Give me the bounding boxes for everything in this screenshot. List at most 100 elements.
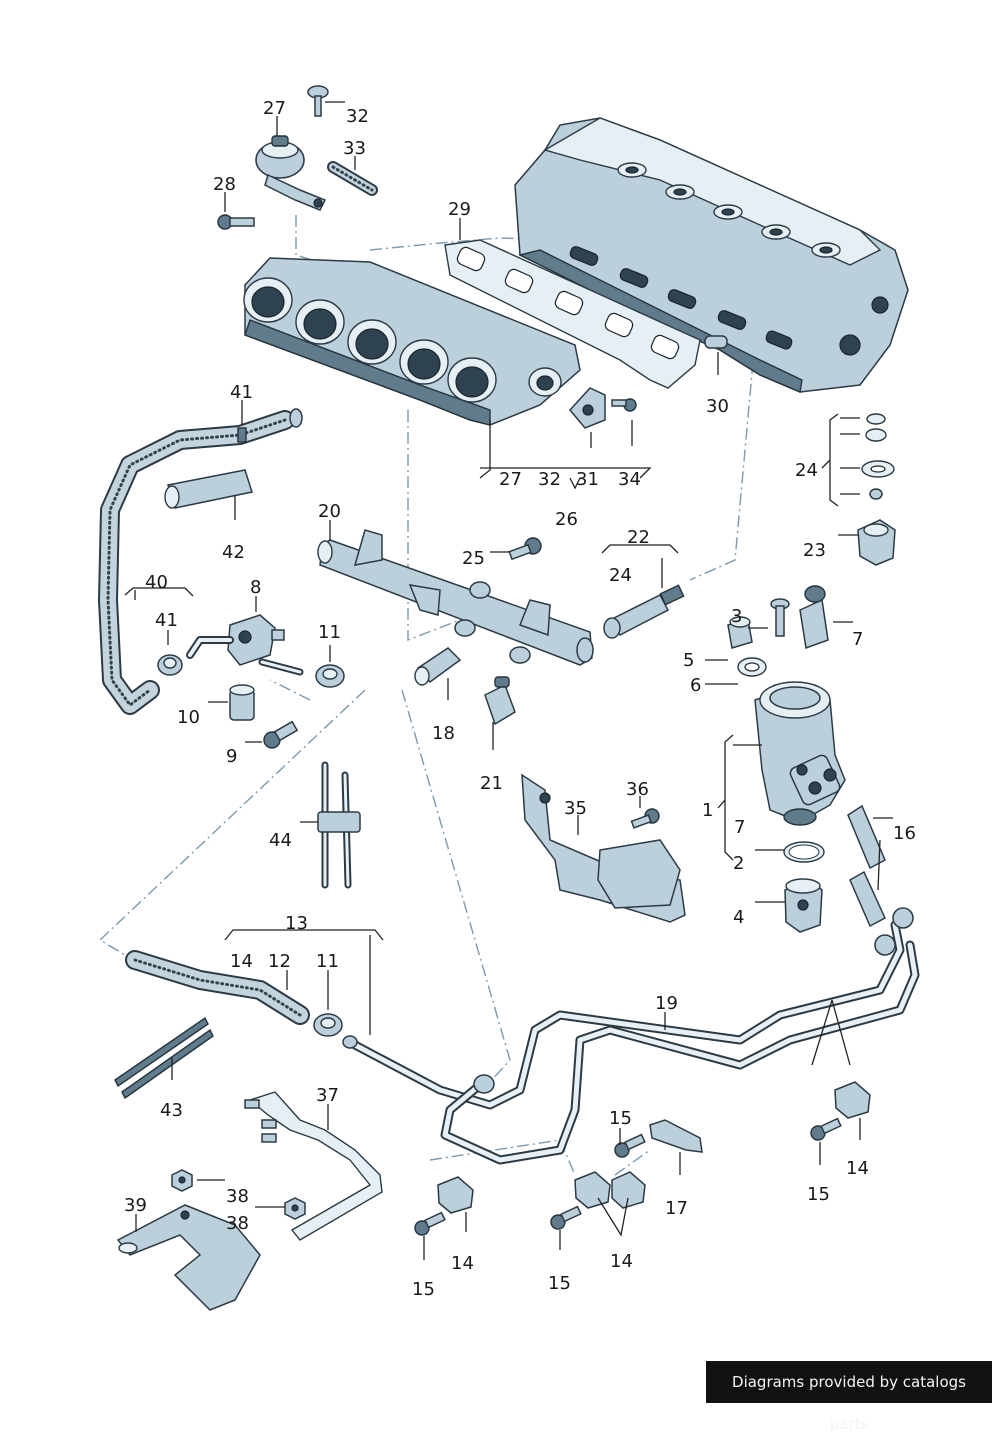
label-9: 9 bbox=[226, 746, 237, 767]
bolt-3 bbox=[770, 598, 790, 637]
injector-18 bbox=[414, 647, 462, 686]
label-15-mid: 15 bbox=[609, 1108, 632, 1129]
label-14-mid: 14 bbox=[610, 1251, 633, 1272]
label-6: 6 bbox=[690, 675, 701, 696]
o-ring-2 bbox=[783, 841, 825, 863]
fuel-lines bbox=[342, 907, 920, 1165]
label-31: 31 bbox=[576, 469, 599, 490]
label-24-sensor: 24 bbox=[609, 565, 632, 586]
label-15-lower-mid: 15 bbox=[548, 1273, 571, 1294]
label-19: 19 bbox=[655, 993, 678, 1014]
sensor-21 bbox=[484, 676, 516, 726]
label-43: 43 bbox=[160, 1100, 183, 1121]
washer-set bbox=[861, 413, 895, 500]
nut-38-upper bbox=[171, 1169, 193, 1192]
label-27-manifold: 27 bbox=[499, 469, 522, 490]
intake-manifold bbox=[243, 257, 581, 426]
high-pressure-pump bbox=[754, 681, 846, 826]
dowel-sleeve bbox=[704, 335, 728, 349]
screw-34 bbox=[611, 398, 637, 412]
fittings-16 bbox=[847, 804, 886, 928]
plug-5 bbox=[727, 616, 753, 649]
sensor-7-top bbox=[799, 585, 829, 650]
label-26: 26 bbox=[555, 509, 578, 530]
label-39: 39 bbox=[124, 1195, 147, 1216]
label-35: 35 bbox=[564, 798, 587, 819]
screw-32-top bbox=[307, 85, 329, 117]
label-3: 3 bbox=[731, 606, 742, 627]
parts-diagram: 27 32 33 28 29 30 41 42 27 32 31 34 24 2… bbox=[98, 85, 920, 1311]
label-15-right: 15 bbox=[807, 1184, 830, 1205]
label-37: 37 bbox=[316, 1085, 339, 1106]
manifold-gasket bbox=[444, 239, 701, 389]
fuel-hose-12 bbox=[125, 950, 310, 1025]
intake-ports bbox=[569, 246, 793, 350]
label-34: 34 bbox=[618, 469, 641, 490]
label-10: 10 bbox=[177, 707, 200, 728]
label-16: 16 bbox=[893, 823, 916, 844]
label-40: 40 bbox=[145, 572, 168, 593]
bolt-15-mid bbox=[614, 1133, 646, 1158]
vacuum-valve bbox=[255, 135, 327, 211]
bolt-15-left bbox=[414, 1211, 446, 1236]
clamp-11-lower bbox=[313, 1013, 343, 1037]
seal-ring-6 bbox=[737, 657, 767, 677]
fuel-rail bbox=[317, 529, 594, 666]
label-32-screw: 32 bbox=[346, 106, 369, 127]
label-5: 5 bbox=[683, 650, 694, 671]
clip-41 bbox=[157, 654, 183, 676]
hose-33 bbox=[327, 161, 378, 196]
line-connector-44 bbox=[317, 761, 361, 889]
label-7-upper: 7 bbox=[852, 629, 863, 650]
label-23: 23 bbox=[803, 540, 826, 561]
nut-38-lower bbox=[284, 1197, 306, 1220]
label-32-manifold: 32 bbox=[538, 469, 561, 490]
cylinder-head bbox=[514, 117, 909, 393]
label-44: 44 bbox=[269, 830, 292, 851]
bolt-36 bbox=[630, 808, 660, 829]
label-25: 25 bbox=[462, 548, 485, 569]
retaining-bracket bbox=[857, 519, 896, 566]
breather-hose bbox=[98, 408, 303, 715]
label-21: 21 bbox=[480, 773, 503, 794]
control-unit-bracket bbox=[521, 773, 686, 923]
footer-credit: Diagrams provided by catalogs parts bbox=[706, 1361, 992, 1433]
tube-connector bbox=[258, 658, 304, 676]
bolt-25 bbox=[508, 537, 542, 561]
clamp-11-upper bbox=[315, 664, 345, 688]
clips-14-mid bbox=[574, 1171, 646, 1209]
cover-plate bbox=[569, 387, 606, 429]
bolt-15-lower-mid bbox=[550, 1205, 582, 1230]
label-28: 28 bbox=[213, 174, 236, 195]
holder-17 bbox=[649, 1119, 703, 1153]
pressure-sensor-22 bbox=[603, 584, 685, 639]
sleeve-42 bbox=[164, 469, 253, 509]
bolt-15-right bbox=[810, 1117, 842, 1141]
label-2: 2 bbox=[733, 853, 744, 874]
label-7-lower: 7 bbox=[734, 817, 745, 838]
label-8: 8 bbox=[250, 577, 261, 598]
label-13: 13 bbox=[285, 913, 308, 934]
part-labels: 27 32 33 28 29 30 41 42 27 32 31 34 24 2… bbox=[124, 98, 916, 1300]
bolt-28 bbox=[217, 214, 255, 230]
bolt-9 bbox=[263, 720, 299, 749]
label-38-upper: 38 bbox=[226, 1186, 249, 1207]
label-30: 30 bbox=[706, 396, 729, 417]
label-38-lower: 38 bbox=[226, 1213, 249, 1234]
bracket-37 bbox=[244, 1091, 383, 1241]
label-41-upper: 41 bbox=[230, 382, 253, 403]
label-41-lower: 41 bbox=[155, 610, 178, 631]
label-22: 22 bbox=[627, 527, 650, 548]
roller-tappet-4 bbox=[784, 878, 823, 933]
sensor-10 bbox=[229, 684, 255, 721]
label-11-lower: 11 bbox=[316, 951, 339, 972]
label-17: 17 bbox=[665, 1198, 688, 1219]
label-33: 33 bbox=[343, 138, 366, 159]
clip-14-right bbox=[834, 1081, 871, 1119]
bracket-39 bbox=[116, 1204, 261, 1311]
label-12: 12 bbox=[268, 951, 291, 972]
label-29: 29 bbox=[448, 199, 471, 220]
clip-14-left bbox=[437, 1176, 474, 1214]
cable-ties-43 bbox=[114, 1016, 214, 1100]
leader-lines bbox=[124, 101, 893, 1260]
